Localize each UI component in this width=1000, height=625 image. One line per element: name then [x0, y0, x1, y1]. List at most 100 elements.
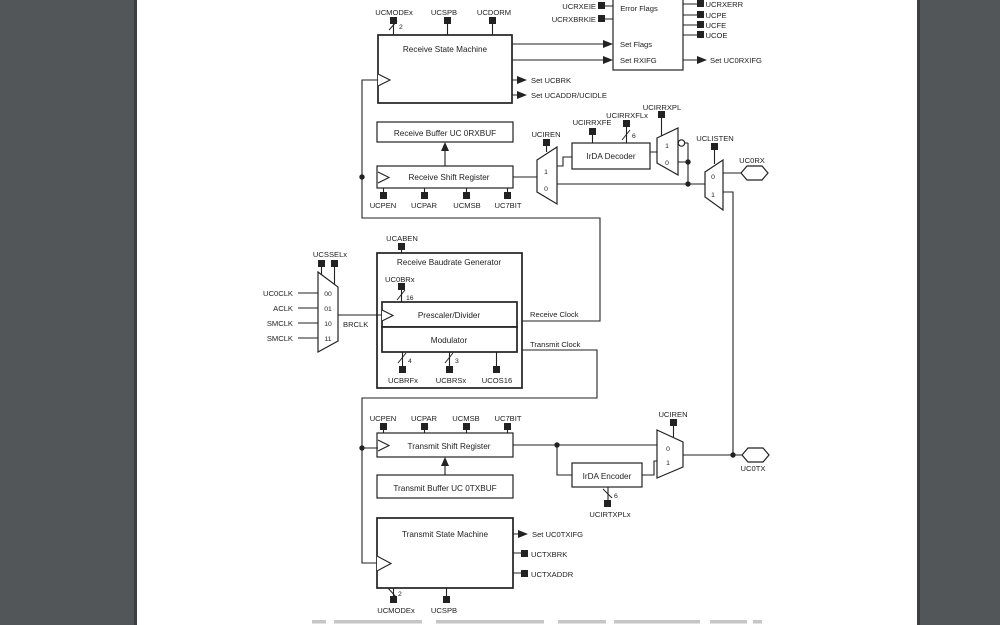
transmit-state-machine-label: Transmit State Machine: [402, 530, 489, 539]
error-flags-label: Error Flags: [620, 4, 658, 13]
error-flags-box: [612, 0, 684, 71]
receive-state-machine-box: [377, 34, 513, 104]
ucbrsx-label: UCBRSx: [436, 376, 467, 385]
ucrxeie-label: UCRXEIE: [562, 2, 596, 11]
junction-dots: [359, 159, 736, 458]
tx-mux-0: 0: [666, 446, 670, 453]
pdf-page: [137, 0, 917, 625]
sel-00: 00: [324, 291, 332, 298]
arrowheads: [441, 40, 707, 538]
set-uc0rxifg-label: Set UC0RXIFG: [710, 56, 762, 65]
smclk-label-1: SMCLK: [267, 319, 293, 328]
bus-width-2-bottom: 2: [398, 591, 402, 598]
bus-width-6-tx: 6: [614, 493, 618, 500]
ucfe-label: UCFE: [706, 21, 727, 30]
uc0rx-pad: [740, 165, 769, 181]
uclisten-loopback-mux: [704, 158, 724, 212]
bus-width-16: 16: [406, 295, 414, 302]
rx-mux-0: 0: [544, 186, 548, 193]
ucirrxfe-label: UCIRRXFE: [573, 118, 612, 127]
smclk-label-2: SMCLK: [267, 334, 293, 343]
ucpen-label-tx: UCPEN: [370, 414, 397, 423]
ucrxbrkie-label: UCRXBRKIE: [552, 15, 596, 24]
set-rxifg-label: Set RXIFG: [620, 56, 657, 65]
uciren-transmit-mux: [656, 429, 684, 479]
tx-mux-1: 1: [666, 460, 670, 467]
bus-width-3: 3: [455, 358, 459, 365]
receive-baudrate-generator-label: Receive Baudrate Generator: [397, 258, 501, 267]
ucoe-label: UCOE: [706, 31, 728, 40]
uc7bit-label-rx: UC7BIT: [494, 201, 521, 210]
cut-off-caption: [312, 620, 762, 624]
ucmodex-label-bottom: UCMODEx: [377, 606, 415, 615]
irda-encoder-label: IrDA Encoder: [583, 472, 632, 481]
uctxaddr-label: UCTXADDR: [531, 570, 574, 579]
ucbrfx-label: UCBRFx: [388, 376, 418, 385]
uc0rx-label: UC0RX: [739, 156, 765, 165]
uc0tx-pad: [741, 447, 770, 463]
ucmsb-label-rx: UCMSB: [453, 201, 480, 210]
ucos16-label: UCOS16: [482, 376, 512, 385]
set-ucbrk-label: Set UCBRK: [531, 76, 571, 85]
transmit-buffer-label: Transmit Buffer UC 0TXBUF: [393, 484, 496, 493]
ucpar-label-rx: UCPAR: [411, 201, 438, 210]
bus-width-4: 4: [408, 358, 412, 365]
transmit-shift-register-box: [376, 432, 514, 458]
uc0clk-label: UC0CLK: [263, 289, 293, 298]
sel-11: 11: [324, 336, 331, 343]
receive-state-machine-label: Receive State Machine: [403, 45, 488, 54]
page-edge-shadow-left: [134, 0, 137, 625]
pol-mux-0: 0: [665, 160, 669, 167]
inverter-bubble: [677, 139, 686, 147]
uc7bit-label-tx: UC7BIT: [494, 414, 521, 423]
uc0tx-label: UC0TX: [741, 464, 766, 473]
ucsselx-label: UCSSELx: [313, 250, 347, 259]
aclk-label: ACLK: [273, 304, 293, 313]
set-uc0txifg-label: Set UC0TXIFG: [532, 530, 583, 539]
modulator-label: Modulator: [431, 336, 468, 345]
transmit-state-machine-box: [376, 517, 514, 589]
transmit-shift-register-label: Transmit Shift Register: [408, 442, 491, 451]
ucrxerr-label: UCRXERR: [706, 0, 744, 9]
irda-decoder-box: [571, 142, 651, 170]
register-bit-pins: [318, 0, 718, 603]
bus-width-slashes: [387, 20, 631, 598]
receive-shift-register-label: Receive Shift Register: [409, 173, 490, 182]
ucirrxpl-polarity-mux: [656, 127, 679, 177]
prescaler-divider-label: Prescaler/Divider: [418, 311, 481, 320]
set-ucaddr-ucidle-label: Set UCADDR/UCIDLE: [531, 91, 607, 100]
irda-decoder-label: IrDA Decoder: [586, 152, 635, 161]
ucspb-label-bottom: UCSPB: [431, 606, 457, 615]
sel-01: 01: [324, 306, 332, 313]
pol-mux-1: 1: [665, 143, 669, 150]
uciren-label-tx: UCIREN: [658, 410, 687, 419]
ucpe-label: UCPE: [706, 11, 727, 20]
uctxbrk-label: UCTXBRK: [531, 550, 567, 559]
uclisten-label: UCLISTEN: [696, 134, 734, 143]
signal-wires: [298, 3, 742, 596]
listen-mux-0: 0: [711, 174, 715, 181]
listen-mux-1: 1: [711, 192, 715, 199]
ucirtxplx-label: UCIRTXPLx: [589, 510, 630, 519]
uciren-receive-mux: [536, 145, 558, 206]
clock-edge-triangles: [376, 73, 395, 572]
ucirrxflx-label: UCIRRXFLx: [606, 111, 648, 120]
rx-mux-1: 1: [544, 169, 548, 176]
viewer-margin-left: [0, 0, 137, 625]
modulator-box: [381, 326, 518, 353]
ucspb-label-top: UCSPB: [431, 8, 457, 17]
set-flags-label: Set Flags: [620, 40, 652, 49]
bus-width-2-top: 2: [399, 24, 403, 31]
uc0brx-label: UC0BRx: [385, 275, 415, 284]
ucpar-label-tx: UCPAR: [411, 414, 438, 423]
uciren-label-rx: UCIREN: [531, 130, 560, 139]
brclk-label: BRCLK: [343, 320, 368, 329]
ucpen-label-rx: UCPEN: [370, 201, 397, 210]
sel-10: 10: [324, 321, 332, 328]
receive-clock-label: Receive Clock: [530, 310, 579, 319]
ucmsb-label-tx: UCMSB: [452, 414, 479, 423]
ucmodex-label-top: UCMODEx: [375, 8, 413, 17]
ucaben-label: UCABEN: [386, 234, 418, 243]
bus-width-6-rx: 6: [632, 133, 636, 140]
